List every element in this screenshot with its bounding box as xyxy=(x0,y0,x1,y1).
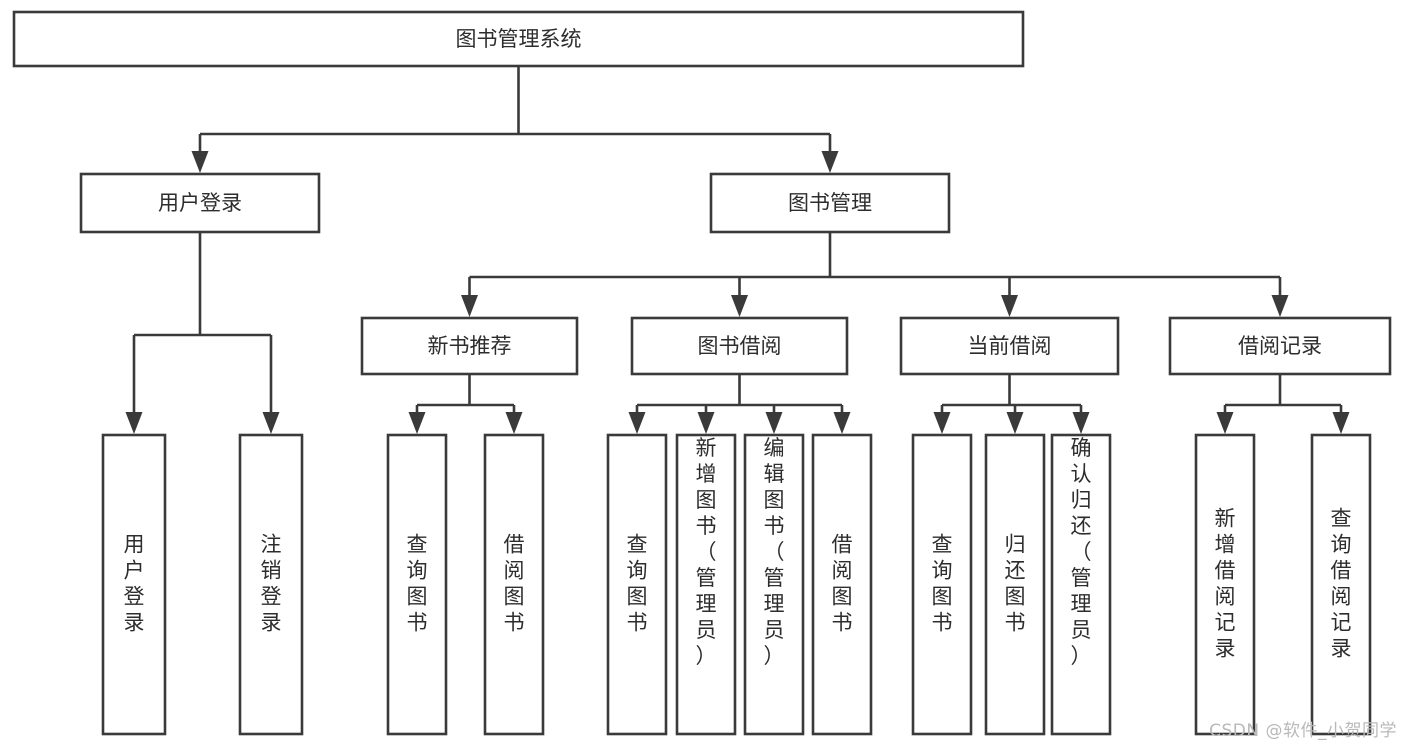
node-leaf-query-book-1[interactable]: 查询图书 xyxy=(386,433,448,736)
node-label: 查询图书 xyxy=(407,533,428,635)
node-label: 查询图书 xyxy=(932,533,953,635)
arrow-head-icon xyxy=(833,412,851,434)
node-leaf-confirm-return[interactable]: 确认归还（管理员） xyxy=(1050,433,1112,736)
node-leaf-add-record[interactable]: 新增借阅记录 xyxy=(1194,433,1256,736)
arrow-head-icon xyxy=(461,295,478,317)
nodes-layer: 图书管理系统用户登录图书管理新书推荐图书借阅当前借阅借阅记录用户登录注销登录查询… xyxy=(12,10,1392,736)
node-current-borrow[interactable]: 当前借阅 xyxy=(899,316,1120,376)
node-borrow-record[interactable]: 借阅记录 xyxy=(1168,316,1392,376)
arrow-head-icon xyxy=(1001,295,1018,317)
node-box[interactable] xyxy=(79,172,321,234)
node-box[interactable] xyxy=(1310,433,1372,736)
arrow-head-icon xyxy=(628,412,646,434)
node-label: 查询借阅记录 xyxy=(1331,507,1352,661)
arrow-head-icon xyxy=(1072,412,1090,434)
node-book-borrow[interactable]: 图书借阅 xyxy=(630,316,849,376)
arrow-head-icon xyxy=(765,412,783,434)
node-box[interactable] xyxy=(606,433,668,736)
node-box[interactable] xyxy=(743,433,805,736)
node-leaf-borrow-book-1[interactable]: 借阅图书 xyxy=(483,433,545,736)
node-root[interactable]: 图书管理系统 xyxy=(12,10,1025,68)
node-label: 当前借阅 xyxy=(968,334,1052,358)
node-leaf-add-book[interactable]: 新增图书（管理员） xyxy=(675,433,737,736)
node-book-manage[interactable]: 图书管理 xyxy=(709,172,951,234)
node-user-login[interactable]: 用户登录 xyxy=(79,172,321,234)
arrow-head-icon xyxy=(408,412,426,434)
node-box[interactable] xyxy=(1050,433,1112,736)
node-box[interactable] xyxy=(709,172,951,234)
node-box[interactable] xyxy=(675,433,737,736)
node-box[interactable] xyxy=(984,433,1046,736)
node-leaf-user-login[interactable]: 用户登录 xyxy=(101,433,167,736)
node-label: 借阅图书 xyxy=(832,533,853,635)
node-label: 查询图书 xyxy=(627,533,648,635)
node-box[interactable] xyxy=(101,433,167,736)
node-label: 新增借阅记录 xyxy=(1215,507,1236,661)
node-label: 归还图书 xyxy=(1005,533,1026,635)
node-leaf-query-book-2[interactable]: 查询图书 xyxy=(606,433,668,736)
node-label: 新书推荐 xyxy=(428,334,512,358)
node-box[interactable] xyxy=(12,10,1025,68)
node-leaf-edit-book[interactable]: 编辑图书（管理员） xyxy=(743,433,805,736)
node-box[interactable] xyxy=(238,433,304,736)
node-box[interactable] xyxy=(360,316,579,376)
node-label: 借阅图书 xyxy=(504,533,525,635)
node-box[interactable] xyxy=(1168,316,1392,376)
arrow-head-icon xyxy=(933,412,951,434)
node-label: 新增图书（管理员） xyxy=(696,436,717,668)
node-box[interactable] xyxy=(911,433,973,736)
arrow-head-icon xyxy=(191,151,209,173)
arrow-head-icon xyxy=(1216,412,1234,434)
node-leaf-query-record[interactable]: 查询借阅记录 xyxy=(1310,433,1372,736)
arrow-head-icon xyxy=(731,295,748,317)
connectors-layer xyxy=(125,66,1350,434)
node-box[interactable] xyxy=(1194,433,1256,736)
node-box[interactable] xyxy=(899,316,1120,376)
node-label: 图书管理 xyxy=(788,191,872,215)
node-label: 图书管理系统 xyxy=(456,27,582,51)
node-label: 用户登录 xyxy=(158,191,242,215)
arrow-head-icon xyxy=(1006,412,1024,434)
arrow-head-icon xyxy=(697,412,715,434)
node-label: 确认归还（管理员） xyxy=(1071,436,1092,668)
node-box[interactable] xyxy=(811,433,873,736)
node-label: 图书借阅 xyxy=(698,334,782,358)
arrow-head-icon xyxy=(1332,412,1350,434)
node-box[interactable] xyxy=(630,316,849,376)
node-leaf-return-book[interactable]: 归还图书 xyxy=(984,433,1046,736)
node-label: 用户登录 xyxy=(124,533,145,635)
node-box[interactable] xyxy=(483,433,545,736)
arrow-head-icon xyxy=(1271,295,1289,317)
node-leaf-query-book-3[interactable]: 查询图书 xyxy=(911,433,973,736)
node-box[interactable] xyxy=(386,433,448,736)
arrow-head-icon xyxy=(125,412,143,434)
node-new-book-rec[interactable]: 新书推荐 xyxy=(360,316,579,376)
node-leaf-borrow-book-2[interactable]: 借阅图书 xyxy=(811,433,873,736)
arrow-head-icon xyxy=(821,151,839,173)
node-leaf-logout[interactable]: 注销登录 xyxy=(238,433,304,736)
node-label: 注销登录 xyxy=(261,533,282,635)
arrow-head-icon xyxy=(505,412,523,434)
arrow-head-icon xyxy=(262,412,280,434)
node-label: 编辑图书（管理员） xyxy=(764,436,785,668)
node-label: 借阅记录 xyxy=(1238,334,1322,358)
